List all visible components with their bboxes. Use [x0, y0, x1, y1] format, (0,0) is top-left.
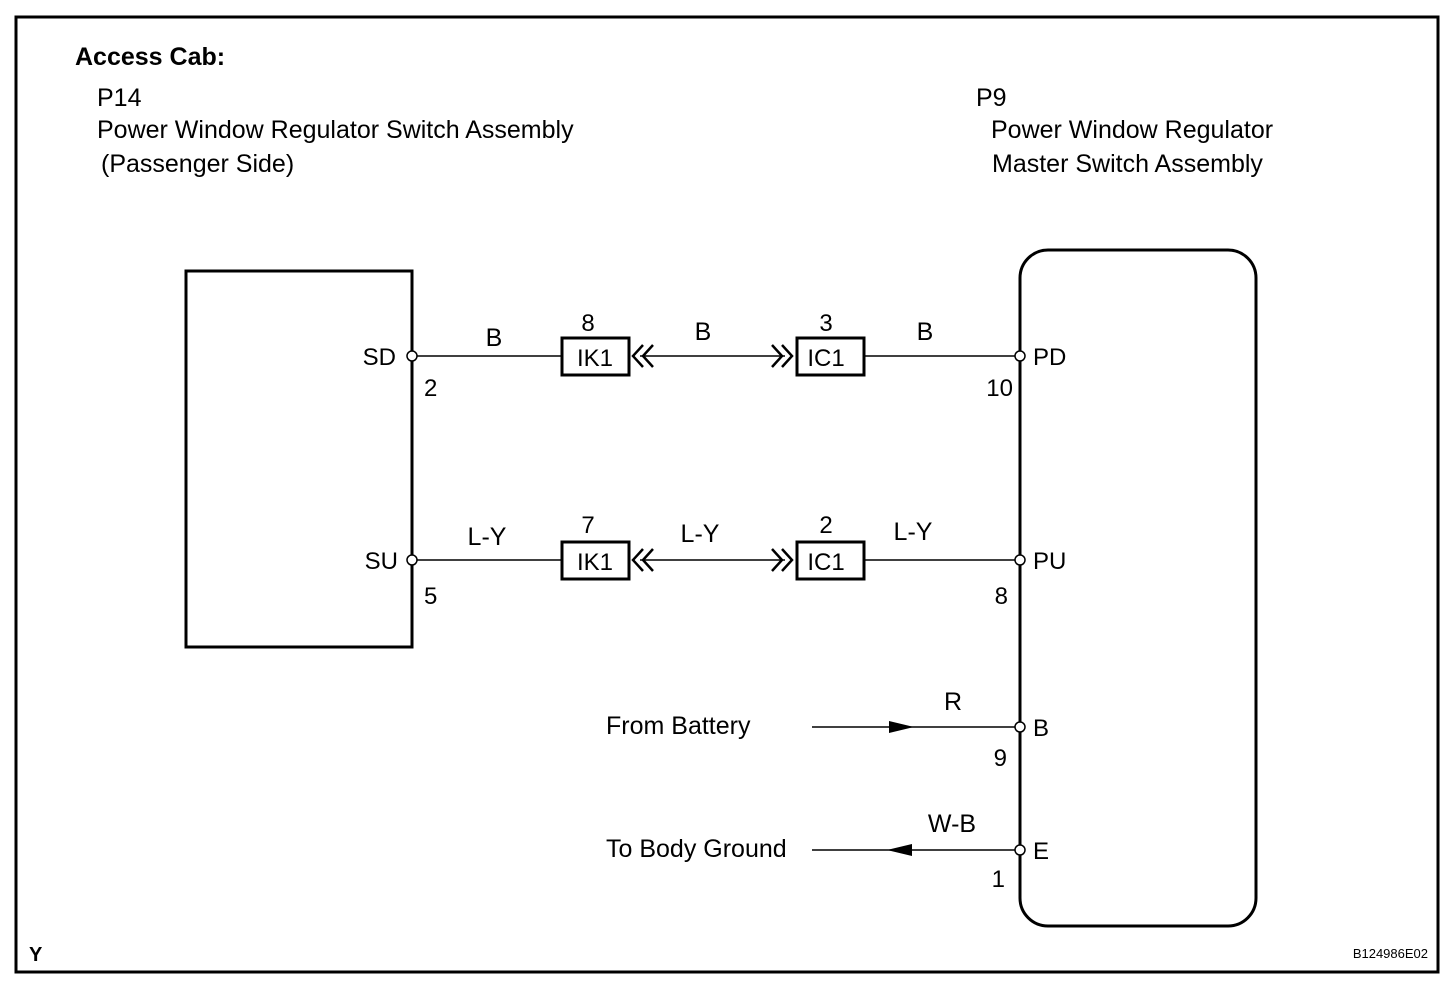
connector-box-ik1	[560, 540, 631, 581]
female-connector-icon	[631, 548, 654, 572]
terminal-name: B	[1033, 715, 1049, 742]
pin-number: 8	[995, 583, 1008, 610]
wire-color: L-Y	[894, 518, 933, 546]
left-component-name-line1: Power Window Regulator Switch Assembly	[97, 116, 574, 144]
arrow-left-icon	[887, 844, 912, 856]
left-component-code: P14	[97, 84, 142, 112]
connector-box-ic1	[795, 540, 866, 581]
external-label: From Battery	[606, 712, 751, 740]
circuit-row-sd: IK1 8 IC1 3 B B B SD 2 PD 10	[363, 310, 1067, 402]
battery-feed: From Battery R B 9	[606, 688, 1049, 772]
connector-pin: 8	[581, 310, 594, 337]
right-component-box	[1018, 248, 1258, 928]
wire-color: R	[944, 688, 962, 716]
terminal-name: PD	[1033, 344, 1066, 371]
connector-box-ik1	[560, 336, 631, 377]
diagram-frame	[14, 15, 1440, 974]
pin-number: 5	[424, 583, 437, 610]
left-component-box	[184, 269, 414, 649]
right-component-name-line2: Master Switch Assembly	[992, 150, 1263, 178]
right-component-name-line1: Power Window Regulator	[991, 116, 1273, 144]
external-label: To Body Ground	[606, 835, 787, 863]
pin-number: 2	[424, 375, 437, 402]
terminal-name: PU	[1033, 548, 1066, 575]
pin-number: 1	[992, 866, 1005, 893]
connector-label: IC1	[807, 549, 844, 576]
connector-label: IK1	[577, 549, 613, 576]
connector-pin: 2	[819, 512, 832, 539]
wire-color: B	[695, 318, 712, 346]
wire-color: B	[486, 324, 503, 352]
connector-pin: 3	[819, 310, 832, 337]
left-component-name-line2: (Passenger Side)	[101, 150, 294, 178]
terminal-circle	[1014, 844, 1026, 856]
circuit-row-su: IK1 7 IC1 2 L-Y L-Y L-Y SU 5 PU 8	[365, 512, 1067, 610]
wire-color: L-Y	[468, 523, 507, 551]
terminal-circle	[406, 350, 418, 362]
pin-number: 10	[986, 375, 1013, 402]
right-component-code: P9	[976, 84, 1007, 112]
footer-left-mark: Y	[29, 944, 43, 966]
terminal-circle	[1014, 554, 1026, 566]
connector-label: IC1	[807, 345, 844, 372]
connector-pin: 7	[581, 512, 594, 539]
terminal-circle	[406, 554, 418, 566]
wire-color: W-B	[928, 810, 976, 838]
female-connector-icon	[631, 344, 654, 368]
arrow-right-icon	[889, 721, 914, 733]
ground-return: To Body Ground W-B E 1	[606, 810, 1049, 893]
male-connector-icon	[771, 344, 794, 368]
terminal-name: SD	[363, 344, 396, 371]
wire-color: L-Y	[681, 520, 720, 548]
connector-box-ic1	[795, 336, 866, 377]
male-connector-icon	[771, 548, 794, 572]
connector-label: IK1	[577, 345, 613, 372]
terminal-name: E	[1033, 838, 1049, 865]
diagram-title: Access Cab:	[75, 43, 225, 71]
pin-number: 9	[994, 745, 1007, 772]
figure-id: B124986E02	[1353, 946, 1428, 961]
terminal-circle	[1014, 350, 1026, 362]
terminal-name: SU	[365, 548, 398, 575]
wire-color: B	[917, 318, 934, 346]
terminal-circle	[1014, 721, 1026, 733]
